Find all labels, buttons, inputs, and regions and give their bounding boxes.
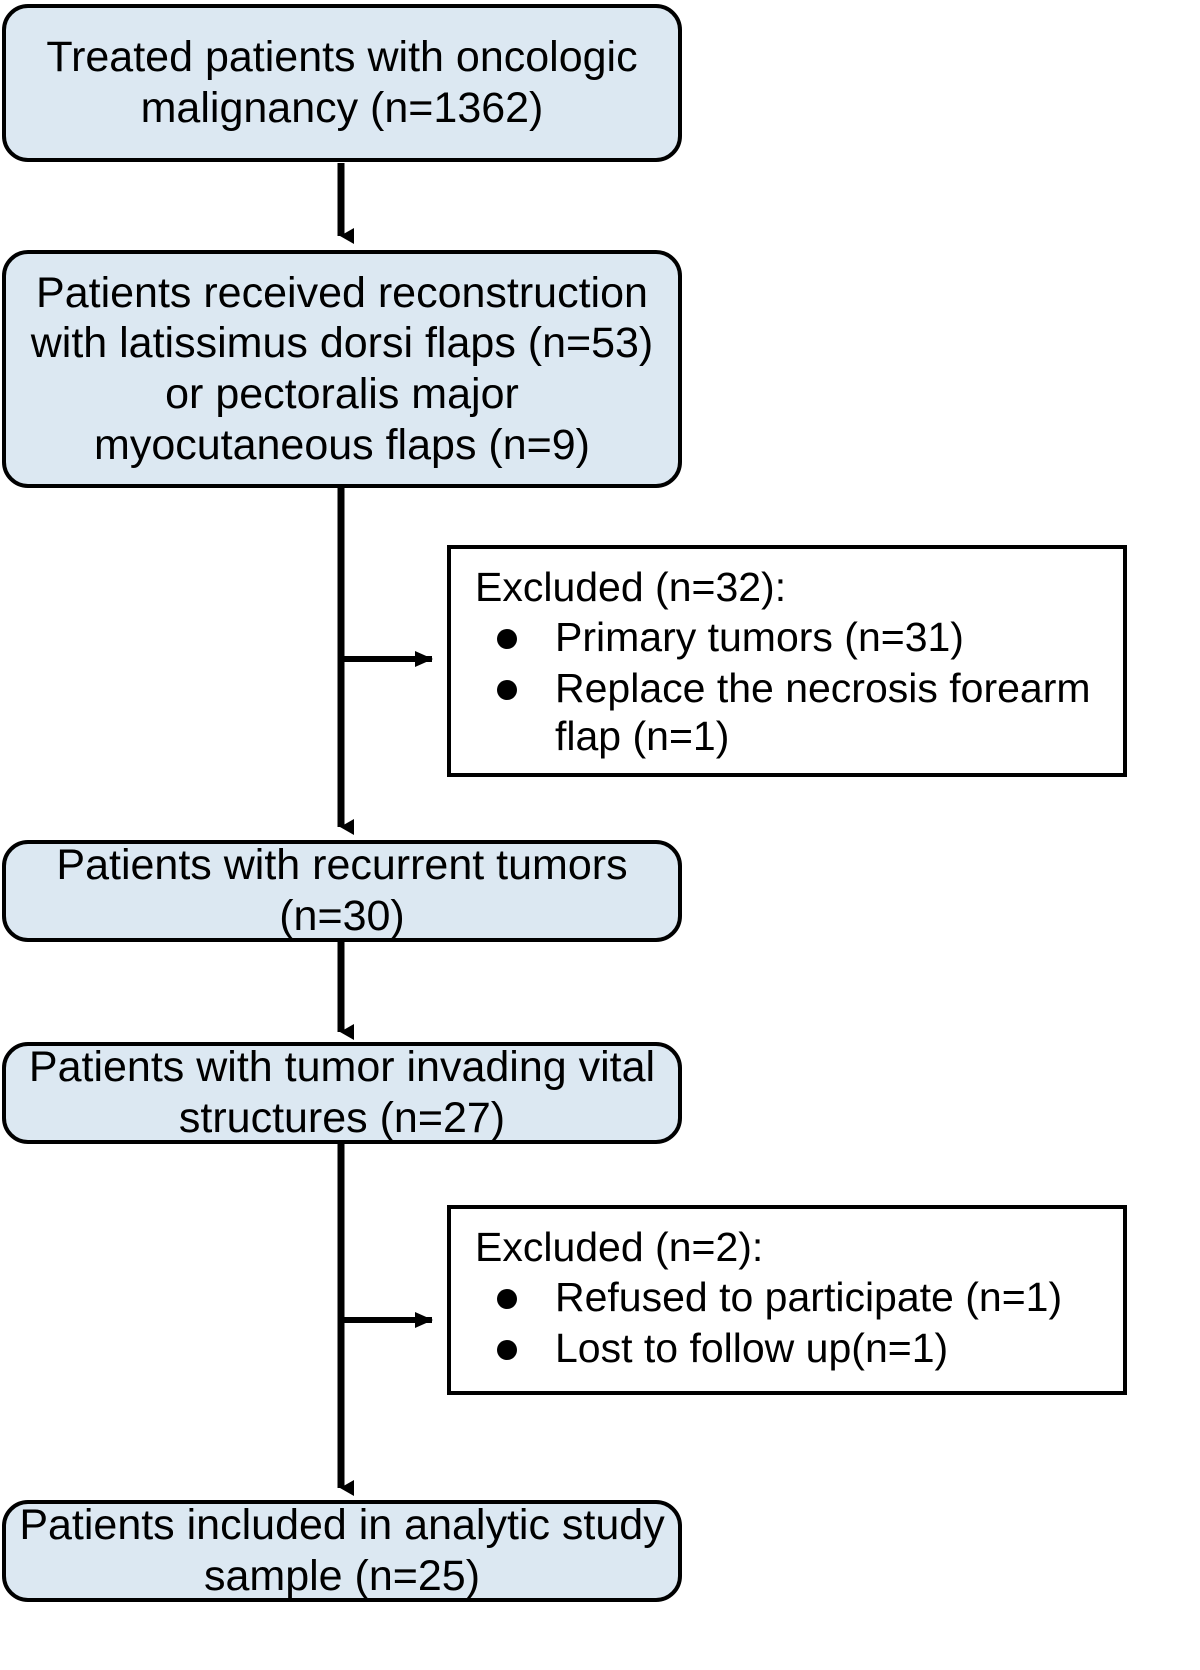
node-line: Patients included in analytic study	[19, 1501, 665, 1550]
node-treated-patients: Treated patients with oncologic malignan…	[2, 4, 682, 162]
node-received-reconstruction: Patients received reconstruction with la…	[2, 250, 682, 488]
node-tumor-invading-vital-structures: Patients with tumor invading vital struc…	[2, 1042, 682, 1144]
excluded-item-text: Primary tumors (n=31)	[555, 614, 964, 661]
excluded-list-item: Lost to follow up(n=1)	[471, 1324, 1107, 1372]
excluded-box-1: Excluded (n=32): Primary tumors (n=31) R…	[447, 545, 1127, 777]
excluded-item-text: Replace the necrosis forearm flap (n=1)	[555, 664, 1091, 760]
bullet-icon	[497, 1289, 517, 1310]
excluded-list-item: Primary tumors (n=31)	[471, 613, 1107, 661]
bullet-icon	[497, 629, 517, 650]
node-line: Patients with recurrent tumors	[56, 841, 628, 890]
node-included-in-analytic-study: Patients included in analytic study samp…	[2, 1500, 682, 1602]
excluded-item-text: Lost to follow up(n=1)	[555, 1324, 949, 1371]
node-line: Patients received reconstruction	[36, 268, 648, 317]
excluded-list-item: Replace the necrosis forearm flap (n=1)	[471, 664, 1107, 761]
excluded-item-list: Refused to participate (n=1) Lost to fol…	[471, 1273, 1107, 1372]
node-line: Patients with tumor invading vital	[28, 1043, 656, 1092]
node-line: (n=30)	[279, 892, 405, 940]
bullet-icon	[497, 679, 517, 700]
bullet-icon	[497, 1339, 517, 1360]
excluded-list-item: Refused to participate (n=1)	[471, 1273, 1107, 1321]
excluded-box-2: Excluded (n=2): Refused to participate (…	[447, 1205, 1127, 1395]
node-recurrent-tumors: Patients with recurrent tumors (n=30)	[2, 840, 682, 942]
node-line: structures (n=27)	[178, 1094, 506, 1142]
excluded-title: Excluded (n=32):	[475, 564, 787, 610]
node-line: myocutaneous flaps (n=9)	[94, 420, 590, 469]
node-line: Treated patients with oncologic	[46, 33, 638, 82]
excluded-item-list: Primary tumors (n=31) Replace the necros…	[471, 613, 1107, 760]
node-line: malignancy (n=1362)	[140, 84, 544, 132]
node-line: sample (n=25)	[203, 1552, 481, 1600]
excluded-title: Excluded (n=2):	[475, 1224, 764, 1270]
excluded-item-text: Refused to participate (n=1)	[555, 1274, 1063, 1321]
node-line: or pectoralis major	[165, 370, 519, 418]
node-line: with latissimus dorsi flaps (n=53)	[30, 319, 654, 368]
